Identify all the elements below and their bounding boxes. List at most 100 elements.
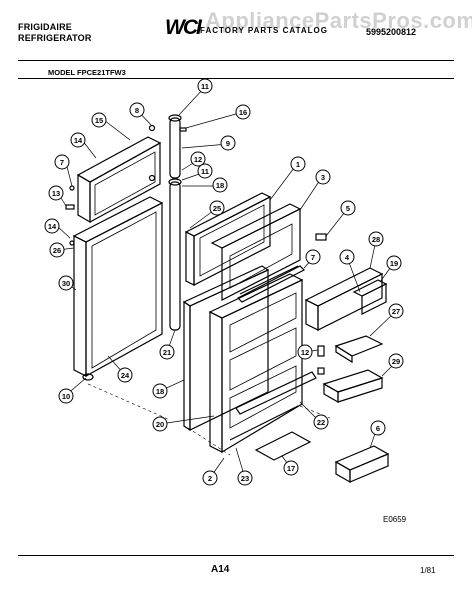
freezer-door-liner xyxy=(210,203,302,301)
callout-number: 24 xyxy=(121,371,130,380)
callout-19: 19 xyxy=(386,255,402,271)
callout-circle xyxy=(54,154,70,170)
callout-number: 30 xyxy=(62,279,70,288)
callout-circle xyxy=(212,177,228,193)
freezer-door-shelf xyxy=(304,267,384,331)
callout-number: 15 xyxy=(95,116,103,125)
callout-circle xyxy=(48,185,64,201)
callout-1: 1 xyxy=(290,156,306,172)
callout-number: 6 xyxy=(376,424,380,433)
callout-circle xyxy=(209,200,225,216)
callout-circle xyxy=(58,388,74,404)
callout-number: 18 xyxy=(216,181,224,190)
callout-number: 12 xyxy=(301,348,309,357)
callout-11: 11 xyxy=(197,163,213,179)
wci-logo: WCI xyxy=(165,16,202,39)
model-label: MODEL FPCE21TFW3 xyxy=(48,68,126,77)
revision-date: 1/81 xyxy=(420,566,436,575)
callout-number: 20 xyxy=(156,420,164,429)
callout-number: 14 xyxy=(48,222,57,231)
callout-circle xyxy=(91,112,107,128)
callout-circle xyxy=(339,249,355,265)
callout-22: 22 xyxy=(313,414,329,430)
callout-number: 25 xyxy=(213,204,221,213)
footer-divider xyxy=(18,555,454,556)
callout-circle xyxy=(370,420,386,436)
callout-number: 21 xyxy=(163,348,171,357)
callout-3: 3 xyxy=(315,169,331,185)
callout-number: 7 xyxy=(311,253,315,262)
brand-header: FRIGIDAIRE REFRIGERATOR xyxy=(18,22,92,44)
callout-25: 25 xyxy=(209,200,225,216)
callout-number: 23 xyxy=(241,474,249,483)
callout-18: 18 xyxy=(212,177,228,193)
callout-4: 4 xyxy=(339,249,355,265)
callout-21: 21 xyxy=(159,344,175,360)
callout-number: 13 xyxy=(52,189,60,198)
fresh-food-gasket xyxy=(182,265,270,432)
callout-circle xyxy=(235,104,251,120)
door-trim-strip xyxy=(168,114,182,331)
callout-circle xyxy=(58,275,74,291)
callout-circle xyxy=(237,470,253,486)
callout-17: 17 xyxy=(283,460,299,476)
callout-circle xyxy=(368,231,384,247)
callout-18: 18 xyxy=(152,383,168,399)
callout-26: 26 xyxy=(49,242,65,258)
callout-number: 12 xyxy=(194,155,202,164)
butter-bin xyxy=(322,369,384,404)
callout-27: 27 xyxy=(388,303,404,319)
callout-number: 1 xyxy=(296,160,300,169)
gallon-bin xyxy=(334,445,390,484)
callout-16: 16 xyxy=(235,104,251,120)
callout-circle xyxy=(49,242,65,258)
callout-12: 12 xyxy=(297,344,313,360)
callout-20: 20 xyxy=(152,416,168,432)
callout-number: 26 xyxy=(53,246,61,255)
callout-23: 23 xyxy=(237,470,253,486)
callout-number: 29 xyxy=(392,357,400,366)
callout-number: 28 xyxy=(372,235,380,244)
callout-number: 2 xyxy=(208,474,212,483)
callout-number: 14 xyxy=(74,136,83,145)
callout-number: 27 xyxy=(392,307,400,316)
watermark-text: AppliancePartsPros.com xyxy=(205,8,472,33)
callout-circle xyxy=(283,460,299,476)
callout-circle xyxy=(313,414,329,430)
callout-circle xyxy=(197,78,213,94)
callout-number: 22 xyxy=(317,418,325,427)
callout-circle xyxy=(159,344,175,360)
callout-circle xyxy=(190,151,206,167)
callout-circle xyxy=(202,470,218,486)
callout-13: 13 xyxy=(48,185,64,201)
callout-7: 7 xyxy=(54,154,70,170)
freezer-gasket xyxy=(184,192,272,286)
callout-number: 18 xyxy=(156,387,164,396)
door-rack xyxy=(235,265,317,415)
dairy-door xyxy=(334,335,384,364)
drawing-code: E0659 xyxy=(383,515,407,524)
callout-7: 7 xyxy=(305,249,321,265)
page-number: A14 xyxy=(211,564,230,575)
header-divider xyxy=(18,60,454,61)
callout-14: 14 xyxy=(70,132,86,148)
callout-number: 19 xyxy=(390,259,398,268)
callout-circle xyxy=(129,102,145,118)
callout-number: 9 xyxy=(226,139,230,148)
callout-circle xyxy=(388,353,404,369)
callout-circle xyxy=(340,200,356,216)
callout-24: 24 xyxy=(117,367,133,383)
callout-number: 10 xyxy=(62,392,70,401)
callout-5: 5 xyxy=(340,200,356,216)
freezer-door-outer xyxy=(76,136,162,224)
brand-name: FRIGIDAIRE xyxy=(18,22,73,32)
callout-circle xyxy=(386,255,402,271)
callout-circle xyxy=(152,383,168,399)
callout-12: 12 xyxy=(190,151,206,167)
product-type: REFRIGERATOR xyxy=(18,33,92,43)
callout-circle xyxy=(197,163,213,179)
callout-6: 6 xyxy=(370,420,386,436)
callout-9: 9 xyxy=(220,135,236,151)
